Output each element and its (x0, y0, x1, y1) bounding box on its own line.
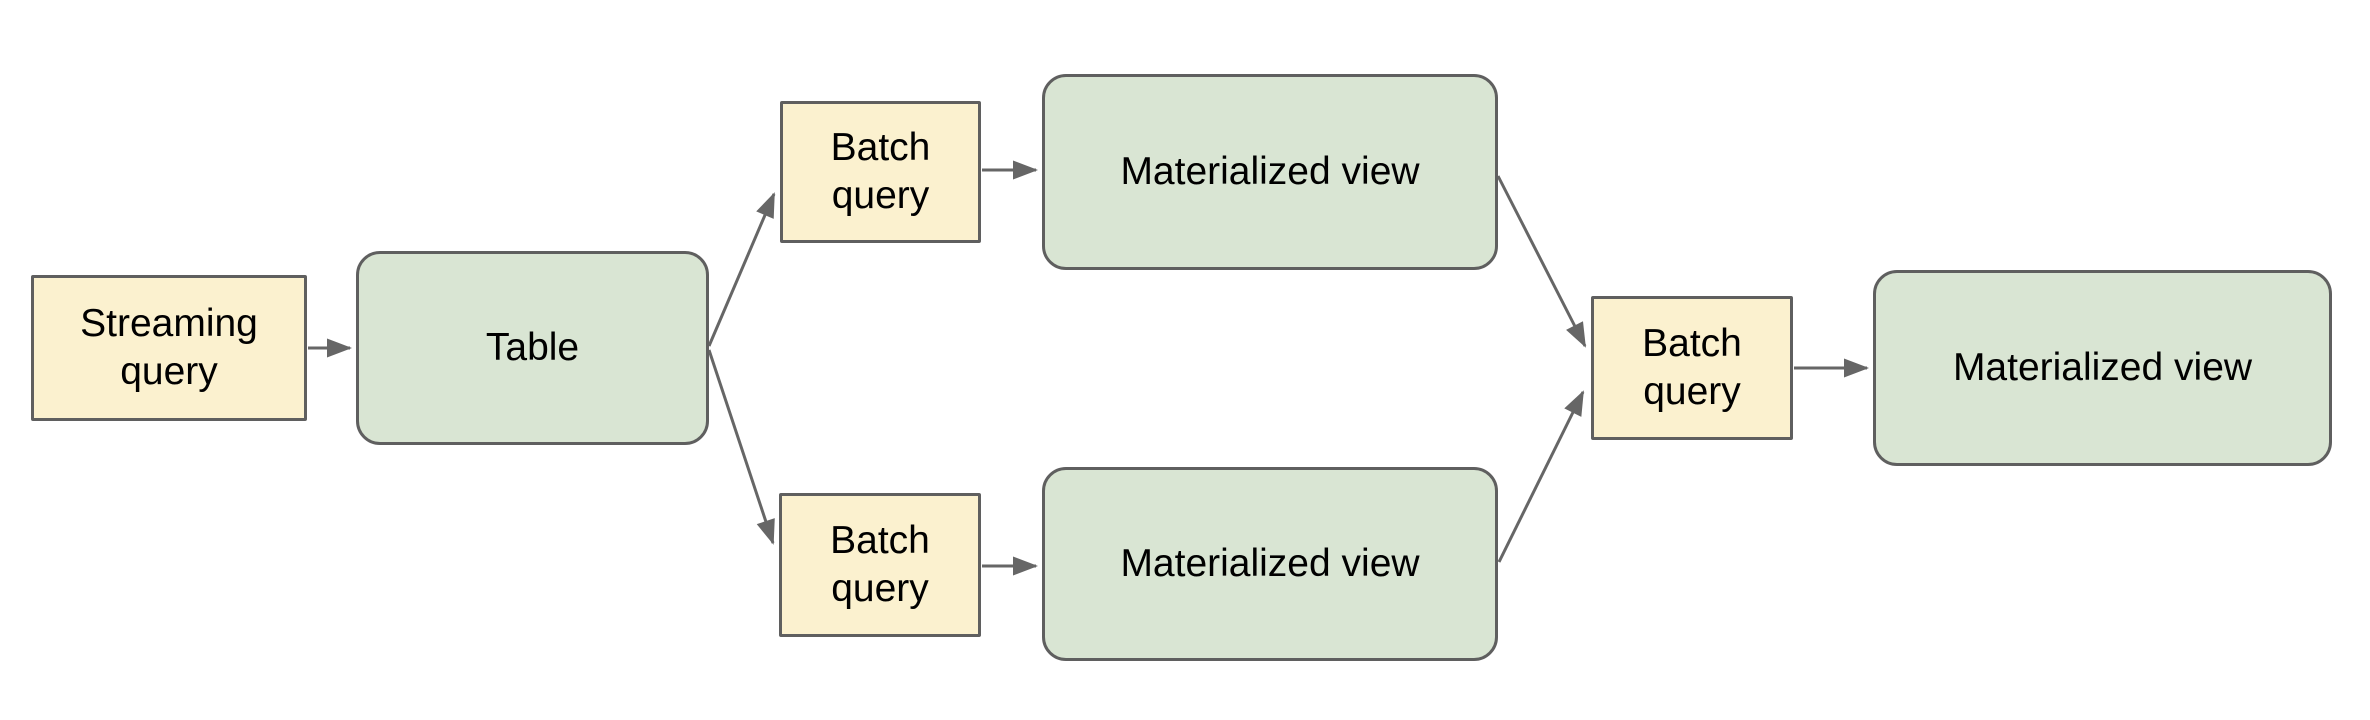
edge-materialized-view-top-to-batch-query-final (1496, 175, 1587, 348)
node-materialized-view-final: Materialized view (1873, 270, 2332, 466)
node-materialized-view-top-label: Materialized view (1120, 150, 1420, 193)
edge-table-to-batch-query-bottom (707, 349, 775, 545)
node-materialized-view-final-label: Materialized view (1952, 346, 2253, 389)
node-batch-query-final: Batch query (1591, 296, 1793, 440)
node-materialized-view-top: Materialized view (1042, 74, 1498, 270)
node-batch-query-bottom-label: Batch query (830, 519, 930, 610)
node-batch-query-final-label: Batch query (1642, 322, 1742, 413)
edge-materialized-view-bottom-to-batch-query-final (1497, 390, 1585, 563)
node-batch-query-bottom: Batch query (779, 493, 981, 637)
node-materialized-view-bottom-label: Materialized view (1120, 542, 1420, 585)
edge-table-to-batch-query-top (707, 192, 776, 347)
node-streaming-query-label: Streaming query (80, 302, 258, 393)
node-table-label: Table (485, 326, 580, 369)
node-streaming-query: Streaming query (31, 275, 307, 421)
node-batch-query-top-label: Batch query (830, 126, 931, 217)
node-materialized-view-bottom: Materialized view (1042, 467, 1498, 661)
node-table: Table (356, 251, 709, 445)
node-batch-query-top: Batch query (780, 101, 981, 243)
